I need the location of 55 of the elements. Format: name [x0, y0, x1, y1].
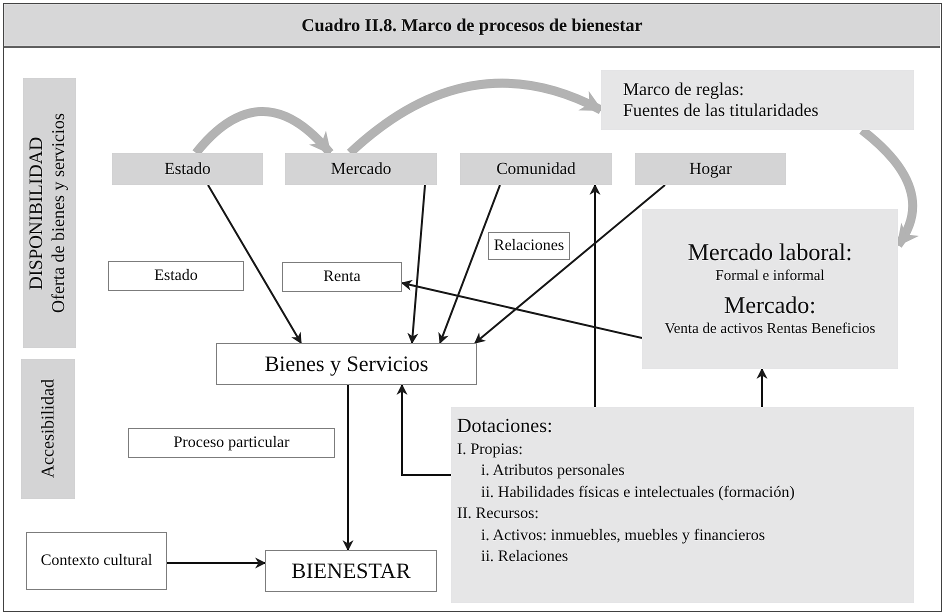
arrow	[192, 107, 334, 156]
box-text: Oferta de bienes y servicios	[48, 113, 69, 313]
arrow	[396, 384, 451, 476]
box-text: Contexto cultural	[40, 552, 152, 570]
arrow	[342, 385, 354, 552]
box-text: I. Propias:	[457, 441, 523, 460]
label-box	[26, 532, 167, 590]
process-box	[460, 153, 612, 185]
box-text: Renta	[323, 268, 361, 286]
process-box	[635, 153, 786, 185]
box-text: II. Recursos:	[457, 505, 539, 524]
arrow	[474, 184, 666, 344]
box-text: BIENESTAR	[291, 558, 411, 584]
process-box	[112, 153, 263, 185]
box-text: Venta de activos Rentas Beneficios	[664, 320, 876, 338]
box-text: Mercado:	[724, 293, 816, 321]
box-text: i. Activos: inmuebles, muebles y financieros	[481, 526, 765, 545]
diagram-title: Cuadro II.8. Marco de procesos de bienestar	[4, 4, 940, 48]
box-heading: Dotaciones:	[457, 415, 553, 438]
side-band	[23, 78, 76, 348]
label-box	[265, 550, 437, 592]
box-text: i. Atributos personales	[481, 462, 625, 481]
process-box	[642, 209, 898, 369]
box-heading: Mercado laboral:	[688, 240, 852, 268]
arrow	[207, 184, 302, 344]
box-text: ii. Relaciones	[481, 548, 568, 566]
label-box	[108, 261, 244, 291]
box-text: Hogar	[689, 159, 732, 179]
box-text: Accesibilidad	[38, 380, 58, 478]
process-box	[285, 153, 437, 185]
box-text: Estado	[164, 159, 211, 179]
label-box	[488, 232, 570, 260]
box-heading: DISPONIBILIDAD	[26, 136, 48, 290]
box-text: Comunidad	[496, 159, 576, 179]
box-text: Mercado	[330, 159, 392, 179]
arrow	[590, 184, 600, 407]
arrow	[407, 184, 426, 344]
process-box	[451, 407, 914, 603]
arrow	[756, 368, 768, 407]
box-heading: Marco de reglas:	[623, 79, 744, 100]
box-text: Fuentes de las titularidades	[623, 100, 818, 121]
label-box	[128, 428, 335, 458]
side-band	[21, 359, 75, 499]
box-text: Bienes y Servicios	[264, 351, 428, 377]
arrow	[438, 184, 501, 344]
box-text: ii. Habilidades físicas e intelectuales (formación)	[481, 484, 795, 502]
box-text: Estado	[154, 266, 198, 286]
arrow	[167, 558, 266, 568]
box-text: Relaciones	[494, 236, 564, 256]
process-box	[601, 70, 914, 130]
label-box	[216, 343, 477, 385]
box-text: Formal e informal	[715, 268, 825, 285]
arrow	[400, 280, 642, 339]
label-box	[282, 262, 402, 292]
box-text: Proceso particular	[174, 434, 290, 452]
